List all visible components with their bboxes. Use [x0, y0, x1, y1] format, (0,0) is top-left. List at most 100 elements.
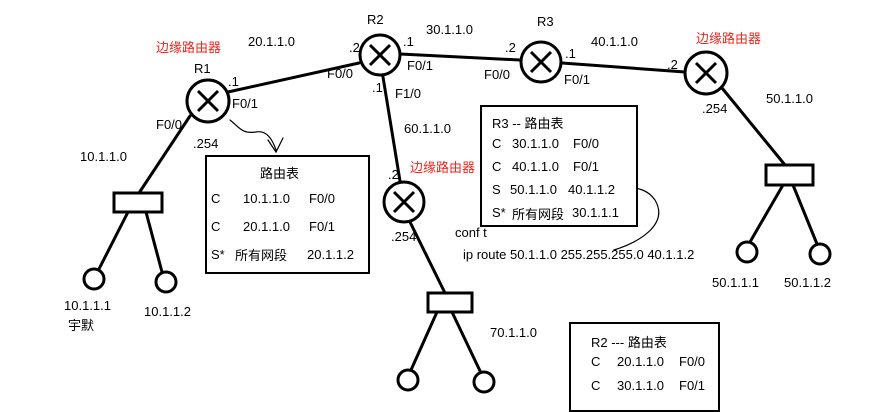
router-r3: [519, 40, 563, 84]
r3-row-1-next: F0/0: [573, 136, 600, 151]
host-label-user: 宇默: [68, 318, 95, 333]
r2-row-1-type: C: [591, 354, 601, 369]
link-switch2-host3: [748, 183, 785, 244]
link-switch2-host4: [791, 183, 819, 246]
r2-routing-table: R2 --- 路由表 C 20.1.1.0 F0/0 C 30.1.1.0 F0…: [569, 322, 720, 412]
host-label-10-1-1-1: 10.1.1.1: [64, 298, 111, 313]
r1-row-3-net: 所有网段: [235, 248, 288, 263]
r2-if-left: .2: [349, 40, 360, 55]
r4-if-left: .2: [667, 57, 678, 72]
r5-if-up: .2: [388, 167, 399, 182]
r3-table-title: R3 -- 路由表: [492, 116, 564, 131]
network-label-50: 50.1.1.0: [766, 91, 813, 106]
link-r1-r2: [226, 61, 361, 94]
r1-routing-table: 路由表 C 10.1.1.0 F0/0 C 20.1.1.0 F0/1 S* 所…: [205, 155, 370, 274]
router-r2: [358, 33, 402, 77]
r2-row-2-next: F0/1: [679, 378, 706, 393]
cli-line-2: ip route 50.1.1.0 255.255.255.0 40.1.1.2: [463, 247, 695, 262]
r1-port-left: F0/0: [156, 117, 183, 132]
host-70-2: [472, 370, 496, 394]
r2-if-down: .1: [372, 80, 383, 95]
router-name-r2: R2: [367, 12, 384, 27]
r4-if-lan: .254: [702, 101, 728, 116]
annotation-arrow-r1: [229, 119, 277, 151]
link-r1-switch1: [137, 114, 192, 195]
r1-row-3-next: 20.1.1.2: [307, 247, 354, 262]
r3-row-2-type: C: [492, 159, 502, 174]
r3-row-4-net: 所有网段: [512, 207, 565, 222]
r3-port-right: F0/1: [564, 72, 591, 87]
r3-if-left: .2: [505, 40, 516, 55]
link-switch1-host2: [144, 210, 164, 274]
r1-port-right: F0/1: [232, 96, 259, 111]
edge-router-label-r4: 边缘路由器: [696, 31, 762, 46]
switch-lan-50: [764, 163, 815, 187]
r2-port-down: F1/0: [395, 86, 422, 101]
host-10-1-1-2: [154, 270, 178, 294]
r1-row-1-type: C: [211, 191, 221, 206]
router-r4: [683, 50, 729, 96]
host-label-10-1-1-2: 10.1.1.2: [144, 304, 191, 319]
host-50-1-1-2: [808, 242, 832, 266]
r1-row-1-net: 10.1.1.0: [243, 191, 290, 206]
link-r5-switch3: [408, 220, 447, 295]
cli-line-1: conf t: [455, 225, 487, 240]
switch-lan-70: [426, 291, 474, 314]
r3-port-left: F0/0: [484, 67, 511, 82]
r1-row-2-net: 20.1.1.0: [243, 219, 290, 234]
link-switch3-host6: [450, 310, 483, 375]
link-r2-r3: [398, 52, 522, 62]
r3-row-4-type: S*: [492, 205, 506, 220]
r2-port-right: F0/1: [407, 58, 434, 73]
r2-if-right: .1: [403, 34, 414, 49]
host-label-50-1-1-1: 50.1.1.1: [712, 275, 759, 290]
r2-row-2-net: 30.1.1.0: [617, 378, 664, 393]
r1-table-title: 路由表: [260, 166, 300, 181]
link-r2-r5: [381, 75, 402, 183]
r3-row-4-next: 30.1.1.1: [572, 205, 619, 220]
link-switch1-host1: [97, 210, 130, 271]
r3-routing-table: R3 -- 路由表 C 30.1.1.0 F0/0 C 40.1.1.0 F0/…: [480, 105, 638, 227]
r3-row-3-type: S: [492, 182, 501, 197]
network-label-60: 60.1.1.0: [404, 121, 451, 136]
r3-if-right: .1: [565, 46, 576, 61]
edge-router-label-r1: 边缘路由器: [156, 40, 222, 55]
edge-router-label-r5: 边缘路由器: [410, 160, 476, 175]
network-label-40: 40.1.1.0: [591, 34, 638, 49]
network-label-10: 10.1.1.0: [80, 149, 127, 164]
r1-row-2-type: C: [211, 219, 221, 234]
r1-if-right: .1: [228, 74, 239, 89]
r1-if-lan: .254: [193, 136, 219, 151]
network-label-20: 20.1.1.0: [248, 34, 295, 49]
r1-row-3-type: S*: [211, 247, 225, 262]
r2-row-1-next: F0/0: [679, 354, 706, 369]
network-label-30: 30.1.1.0: [426, 22, 473, 37]
r3-row-1-net: 30.1.1.0: [512, 136, 559, 151]
r5-if-lan: .254: [391, 229, 417, 244]
r3-row-3-next: 40.1.1.2: [568, 182, 615, 197]
router-name-r1: R1: [194, 61, 211, 76]
r2-table-title: R2 --- 路由表: [591, 335, 667, 350]
annotation-arrow-r1-head: [267, 137, 284, 154]
host-label-50-1-1-2: 50.1.1.2: [784, 275, 831, 290]
r3-row-1-type: C: [492, 136, 502, 151]
r3-row-2-next: F0/1: [573, 159, 600, 174]
network-label-70: 70.1.1.0: [490, 325, 537, 340]
host-50-1-1-1: [735, 240, 759, 264]
link-r4-switch2: [720, 86, 787, 167]
r3-row-3-net: 50.1.1.0: [510, 182, 557, 197]
router-name-r3: R3: [537, 14, 554, 29]
router-r5: [382, 180, 426, 224]
router-r1: [185, 78, 231, 124]
r2-port-left: F0/0: [327, 66, 354, 81]
r3-row-2-net: 40.1.1.0: [512, 159, 559, 174]
r2-row-1-net: 20.1.1.0: [617, 354, 664, 369]
network-diagram: [82, 33, 832, 394]
link-r3-r4: [560, 61, 687, 74]
r2-row-2-type: C: [591, 378, 601, 393]
r1-row-1-next: F0/0: [309, 191, 336, 206]
link-switch3-host5: [409, 310, 439, 372]
switch-lan-10: [112, 191, 164, 214]
r1-row-2-next: F0/1: [309, 219, 336, 234]
host-10-1-1-1: [82, 267, 106, 291]
